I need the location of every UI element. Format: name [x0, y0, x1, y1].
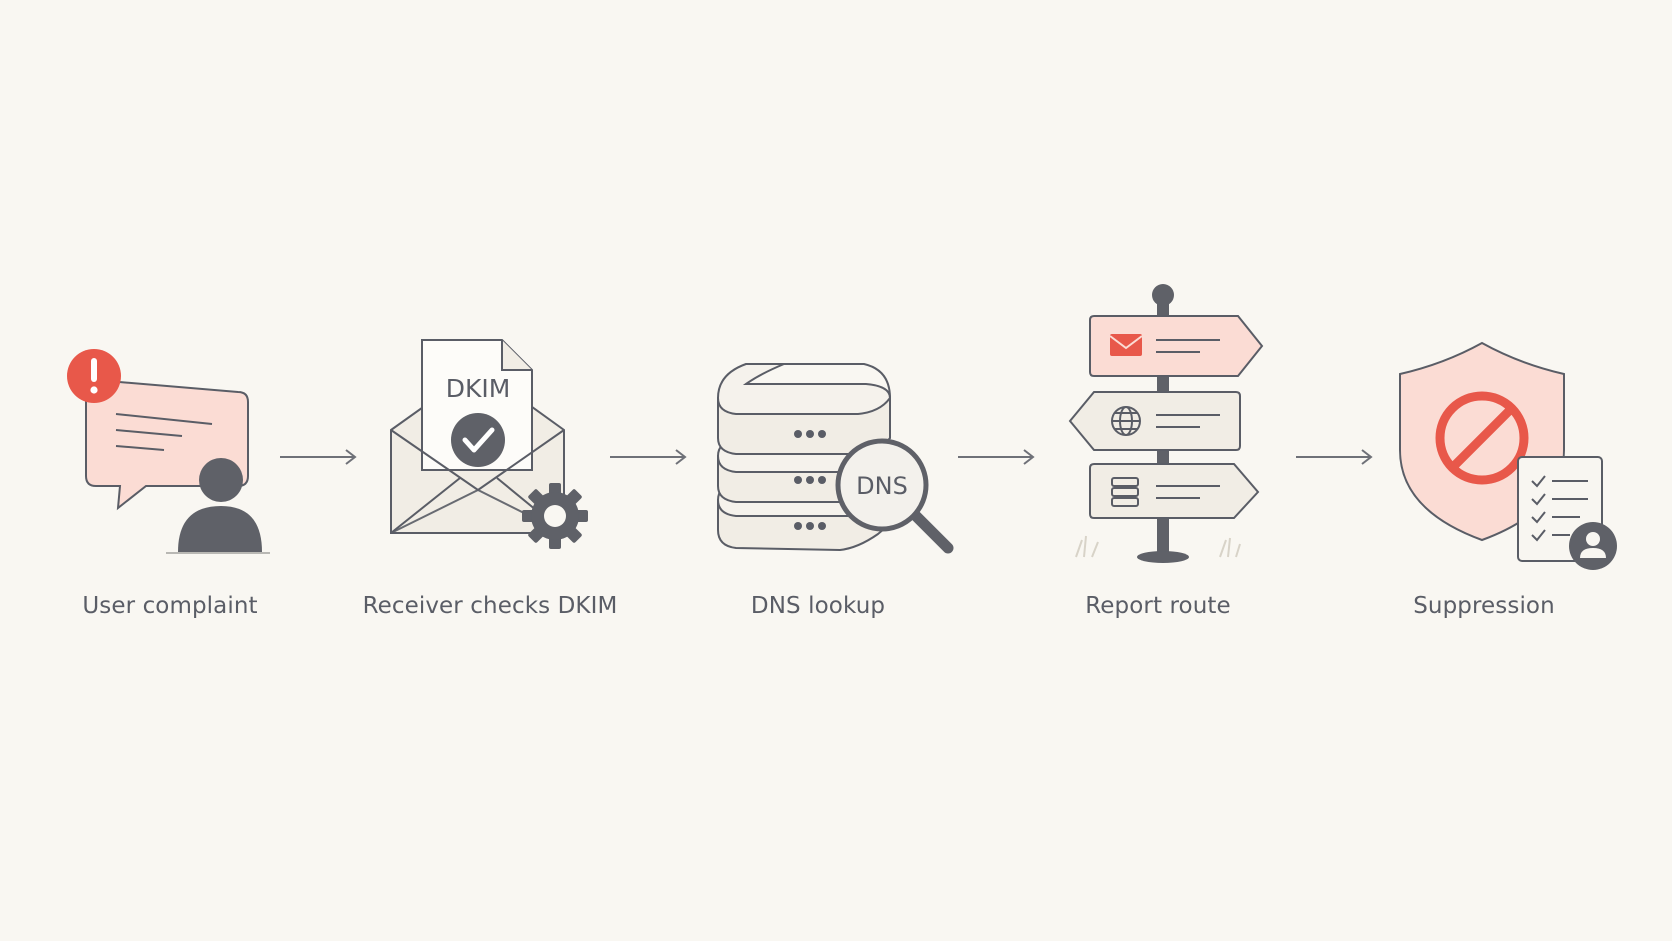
- suppression-shield-icon: [1399, 341, 1617, 570]
- route-sign-globe: [1068, 391, 1241, 451]
- step-label-receiver-checks-dkim: Receiver checks DKIM: [362, 593, 618, 619]
- dns-icon-text: DNS: [856, 472, 908, 500]
- step-label-suppression: Suppression: [1413, 593, 1555, 619]
- signpost-icon: [1068, 284, 1264, 563]
- gear-icon: [522, 483, 588, 549]
- step-label-dns-lookup: DNS lookup: [750, 593, 886, 619]
- step-label-report-route: Report route: [1085, 593, 1231, 619]
- globe-icon: [1111, 406, 1141, 436]
- complaint-speech-bubble-icon: [67, 349, 270, 554]
- magnifier-icon: DNS: [835, 438, 954, 554]
- mail-icon: [1109, 334, 1143, 356]
- route-sign-mail: [1089, 315, 1264, 377]
- arrow-icon: [280, 449, 357, 465]
- user-badge-icon: [1569, 522, 1617, 570]
- check-icon: [451, 413, 505, 467]
- step-label-user-complaint: User complaint: [82, 593, 258, 619]
- server-list-icon: [1111, 477, 1139, 507]
- prohibited-icon: [1435, 391, 1529, 485]
- dns-server-magnifier-icon: DNS: [716, 363, 954, 554]
- alert-icon: [67, 349, 121, 403]
- server-unit: [716, 363, 892, 455]
- dkim-icon-text: DKIM: [446, 374, 511, 403]
- user-icon: [166, 458, 270, 554]
- arrow-icon: [610, 449, 687, 465]
- route-sign-server: [1089, 463, 1260, 519]
- arrow-icon: [1296, 449, 1373, 465]
- dkim-envelope-icon: DKIM: [390, 339, 588, 549]
- arrow-icon: [958, 449, 1035, 465]
